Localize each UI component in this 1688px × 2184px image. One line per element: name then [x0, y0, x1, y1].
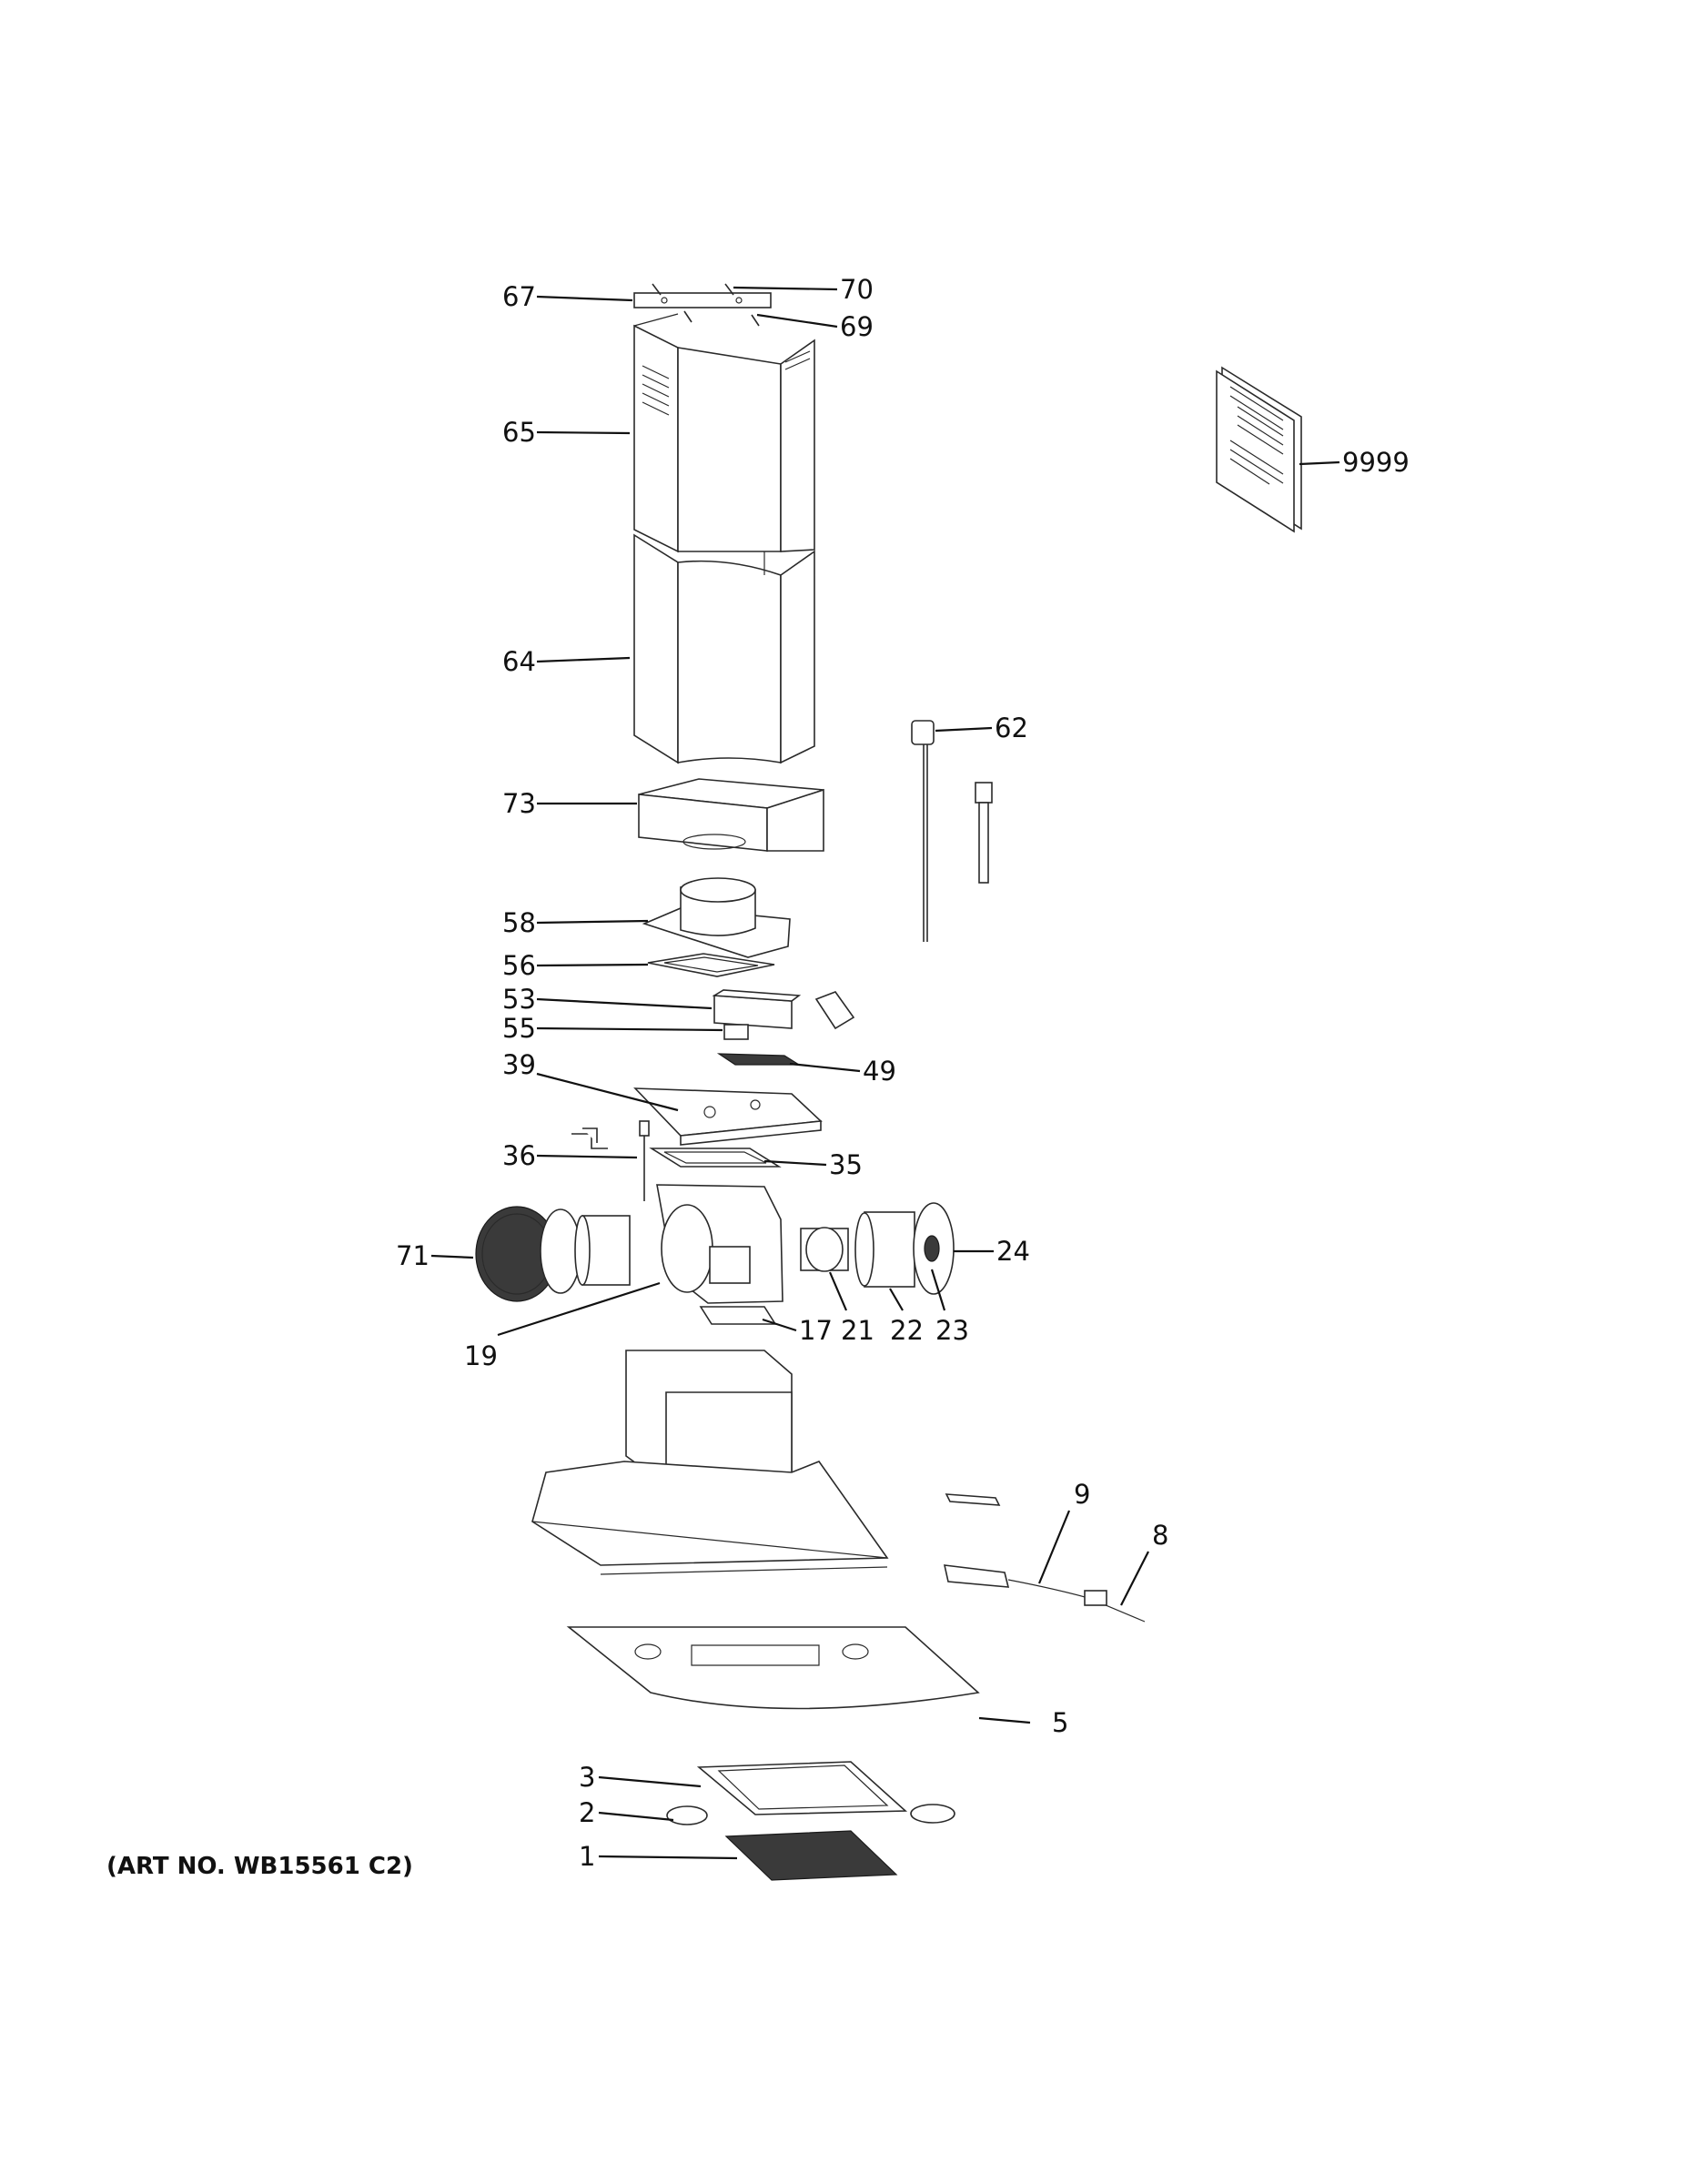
part-2-lamp-left [666, 1805, 708, 1825]
callout-67: 67 [502, 281, 536, 312]
part-62-light-rod [911, 720, 935, 942]
part-70-screws [652, 283, 734, 296]
callout-56: 56 [502, 950, 536, 981]
callout-58: 58 [502, 907, 536, 938]
part-bracket-clips [571, 1127, 608, 1149]
part-71-filter-disc [475, 1206, 559, 1302]
callout-55: 55 [502, 1013, 536, 1044]
part-left-blower-wheel [540, 1208, 631, 1294]
callout-9999: 9999 [1342, 447, 1410, 478]
part-light-rod-2 [975, 782, 993, 884]
part-55-capacitor [723, 1024, 749, 1040]
part-8-power-cord [1007, 1579, 1146, 1623]
part-49-pcb [716, 1053, 802, 1066]
part-hood-body [531, 1350, 889, 1575]
callout-73: 73 [502, 788, 536, 819]
art-number-label: (ART NO. WB15561 C2) [106, 1853, 413, 1880]
part-21-motor [800, 1227, 849, 1272]
part-lamp-right [910, 1804, 955, 1824]
callout-21: 21 [841, 1315, 874, 1346]
callout-64: 64 [502, 646, 536, 677]
callout-19: 19 [464, 1340, 498, 1371]
part-39-mounting-plate [633, 1087, 823, 1146]
callout-22: 22 [890, 1315, 924, 1346]
part-67-bracket [633, 292, 772, 308]
callout-2: 2 [579, 1797, 595, 1828]
part-3-filter-frame [696, 1761, 908, 1815]
callout-35: 35 [829, 1149, 863, 1180]
part-69-screws [683, 310, 760, 327]
part-35-gasket [649, 1148, 782, 1168]
part-23-24-plate [913, 1202, 955, 1295]
callout-23: 23 [935, 1315, 969, 1346]
callout-8: 8 [1152, 1520, 1168, 1551]
callout-71: 71 [396, 1240, 430, 1271]
callout-1: 1 [579, 1841, 595, 1872]
callout-53: 53 [502, 984, 536, 1015]
callout-5: 5 [1052, 1707, 1068, 1738]
part-1-grease-filter [724, 1830, 898, 1881]
callout-49: 49 [863, 1056, 896, 1087]
leader-lines [430, 286, 1340, 1860]
callout-24: 24 [996, 1236, 1030, 1267]
callout-36: 36 [502, 1140, 536, 1171]
callout-17: 17 [799, 1315, 833, 1346]
part-73-duct-box [638, 778, 824, 852]
part-65-upper-chimney [633, 313, 815, 553]
part-blower-housing [656, 1184, 783, 1325]
part-36-wire-harness [639, 1120, 650, 1201]
part-58-transition [642, 877, 791, 958]
part-22-blower-wheel [854, 1211, 915, 1288]
part-5-glass-canopy [566, 1626, 980, 1710]
part-9999-manual [1216, 366, 1302, 533]
part-56-gasket [647, 953, 775, 977]
callout-39: 39 [502, 1049, 536, 1080]
callout-69: 69 [840, 311, 874, 342]
callout-62: 62 [995, 713, 1028, 743]
callout-65: 65 [502, 417, 536, 448]
part-64-lower-chimney [633, 533, 815, 764]
callout-labels: 67 70 69 65 9999 64 62 73 58 56 53 55 49… [396, 274, 1410, 1872]
callout-70: 70 [840, 274, 874, 305]
part-53-control-box [712, 989, 855, 1030]
callout-9: 9 [1074, 1479, 1090, 1510]
callout-3: 3 [579, 1762, 595, 1793]
part-9-switch-board [943, 1493, 1010, 1588]
